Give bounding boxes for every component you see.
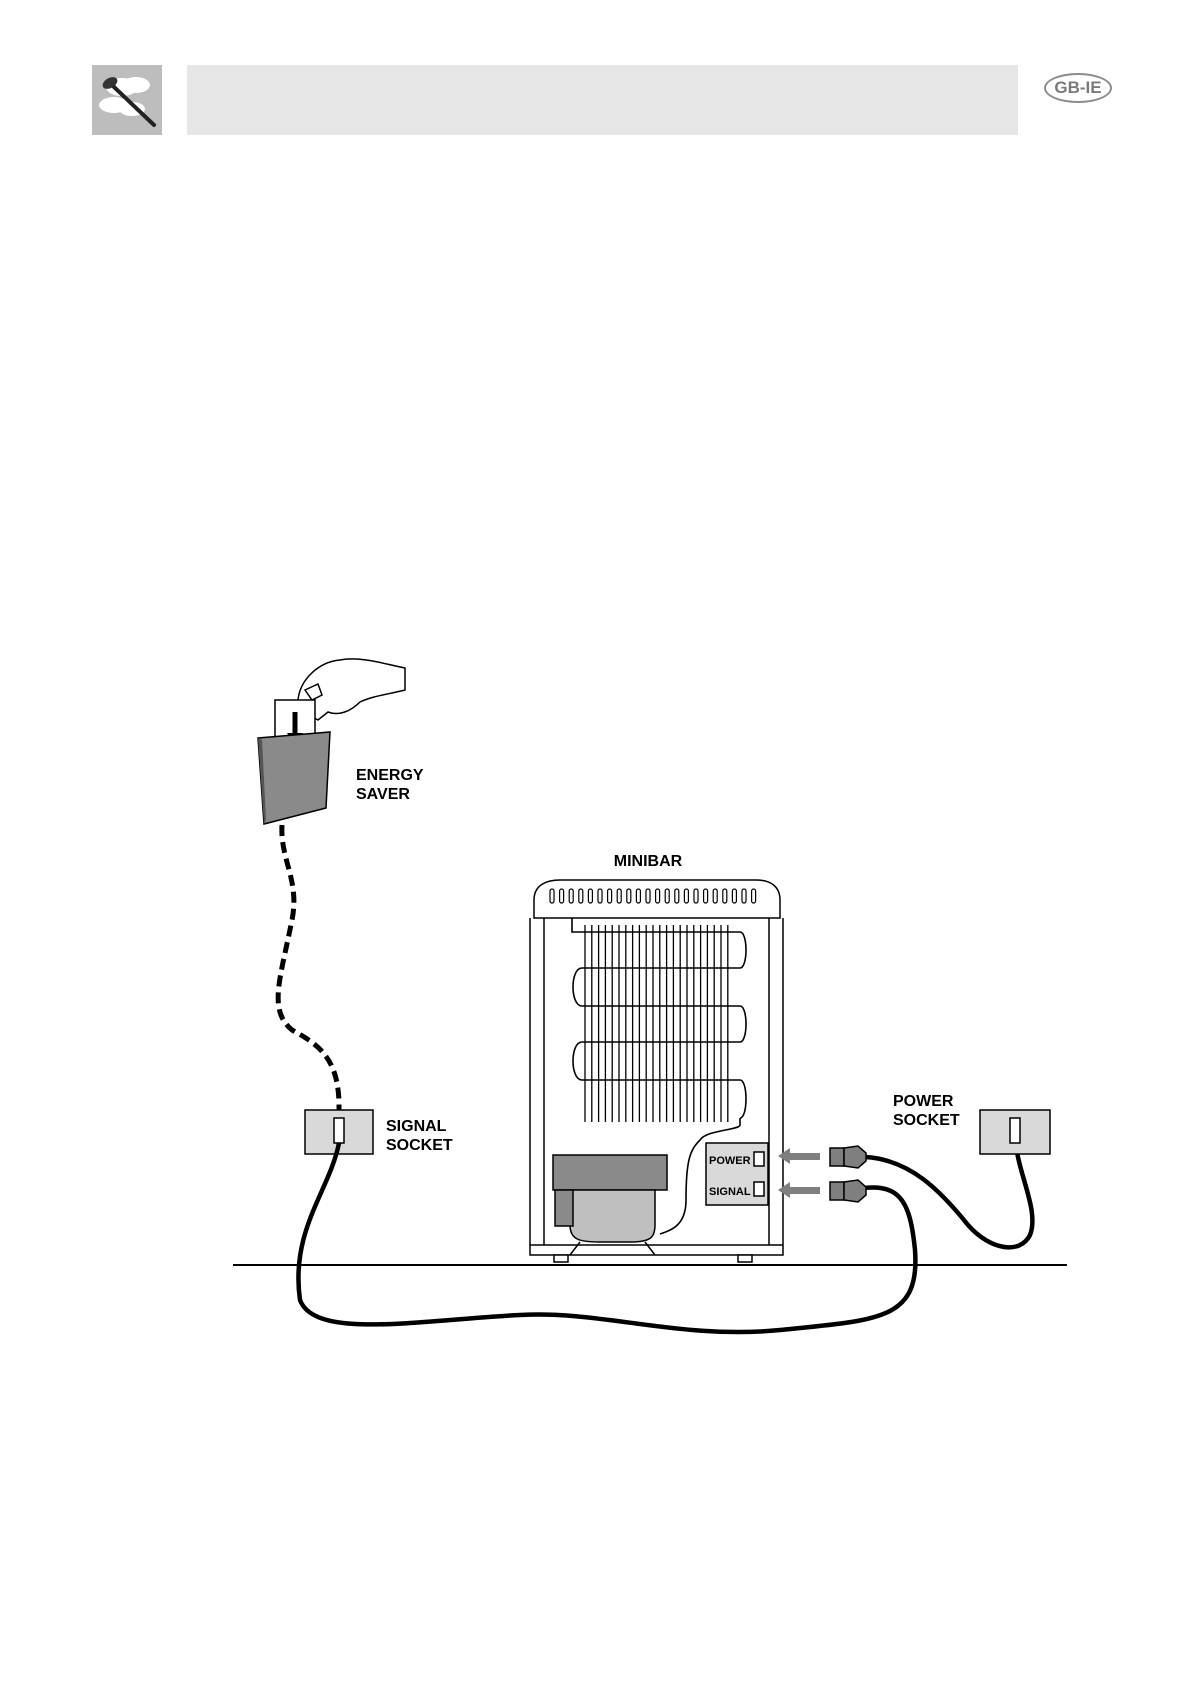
power-plug [830, 1146, 866, 1168]
minibar-label: MINIBAR [614, 853, 683, 870]
power-socket-label-line2: SOCKET [893, 1112, 960, 1129]
energy-saver-device [258, 732, 330, 824]
signal-plug [830, 1180, 866, 1202]
panel-signal-label: SIGNAL [709, 1186, 751, 1198]
power-socket [980, 1110, 1050, 1154]
energy-saver-label-line2: SAVER [356, 786, 410, 803]
signal-socket-label-line1: SIGNAL [386, 1118, 447, 1135]
dashed-signal-cable [278, 825, 339, 1110]
energy-saver-label-line1: ENERGY [356, 767, 424, 784]
power-socket-label-line1: POWER [893, 1093, 954, 1110]
panel-power-label: POWER [709, 1155, 751, 1167]
signal-socket-label-line2: SOCKET [386, 1137, 453, 1154]
arrow-icon [778, 1148, 820, 1198]
